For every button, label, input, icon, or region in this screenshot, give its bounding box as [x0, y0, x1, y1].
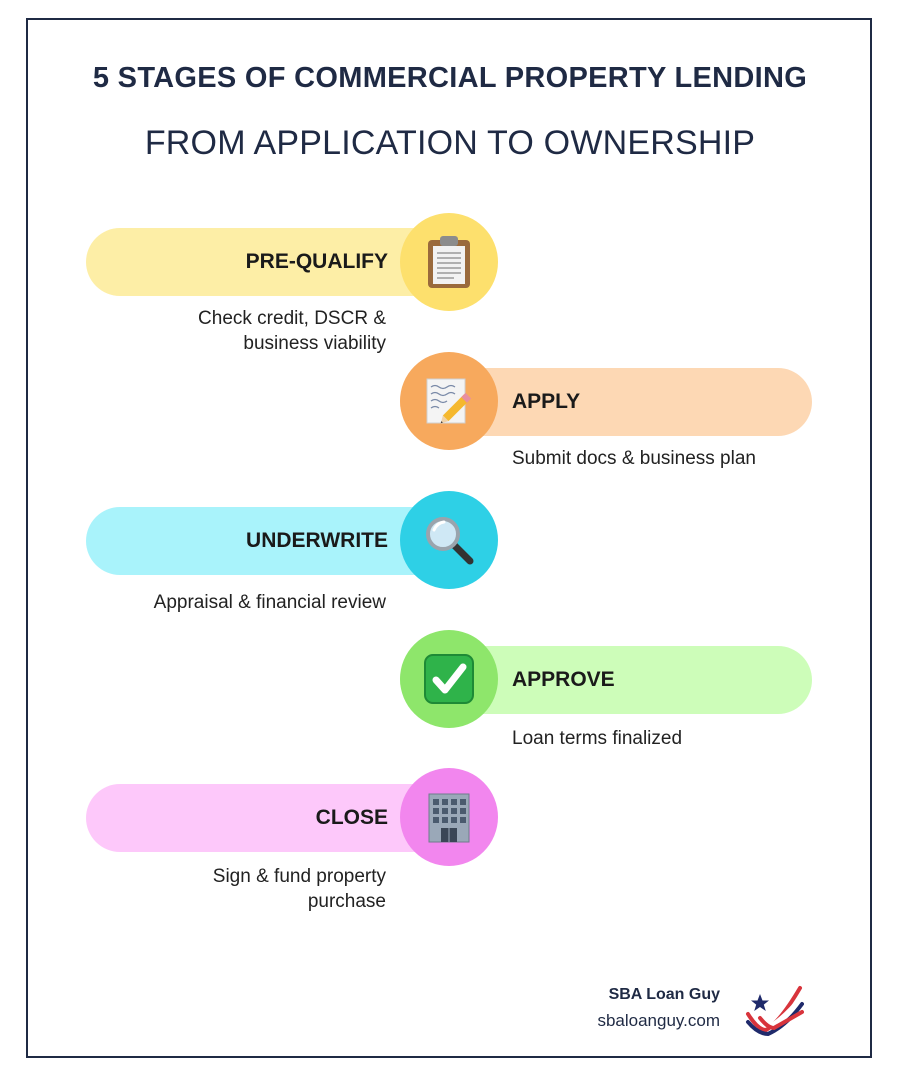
stage-description: Loan terms finalized — [512, 728, 683, 749]
stage-description: Sign & fund property purchase — [212, 866, 386, 912]
memo-pencil-icon — [426, 378, 472, 424]
page-title: 5 STAGES OF COMMERCIAL PROPERTY LENDING — [92, 62, 808, 94]
flag-star-logo — [746, 986, 804, 1036]
stage-circle — [400, 352, 498, 450]
stage-circle — [400, 491, 498, 589]
stage-description: Submit docs & business plan — [512, 448, 756, 469]
clipboard-icon — [428, 236, 470, 288]
stage-label: APPROVE — [512, 668, 615, 691]
page-subtitle: FROM APPLICATION TO OWNERSHIP — [144, 124, 756, 162]
stage-label: APPLY — [512, 390, 581, 413]
stage-circle — [400, 213, 498, 311]
stage-label: CLOSE — [315, 806, 388, 829]
stage-pill: PRE-QUALIFY — [86, 228, 446, 296]
stage-circle — [400, 768, 498, 866]
stage-label: PRE-QUALIFY — [245, 250, 388, 273]
stage-pill: UNDERWRITE — [86, 507, 446, 575]
magnifying-glass-icon — [426, 517, 474, 565]
stage-pill: CLOSE — [86, 784, 446, 852]
stage-label: UNDERWRITE — [246, 529, 388, 552]
footer-brand: SBA Loan Guy — [608, 986, 720, 1003]
stage-description: Appraisal & financial review — [153, 592, 386, 613]
office-building-icon — [428, 793, 470, 843]
stage-description: Check credit, DSCR & business viability — [198, 308, 386, 354]
stage-circle — [400, 630, 498, 728]
footer-url[interactable]: sbaloanguy.com — [597, 1011, 720, 1030]
check-mark-icon — [424, 654, 474, 704]
